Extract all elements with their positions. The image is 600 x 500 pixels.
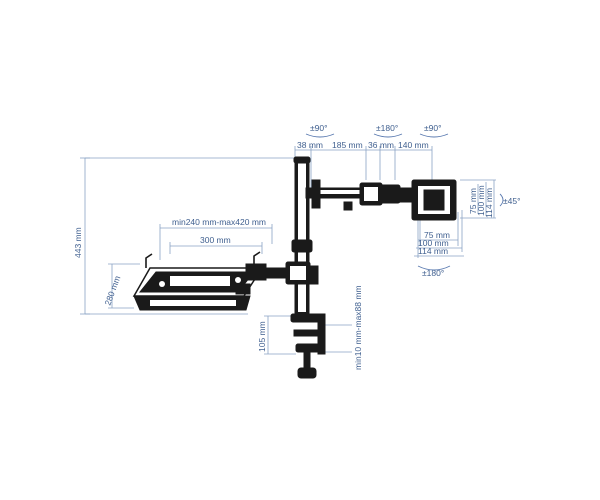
dimension-labels: 443 mm 38 mm 185 mm 36 mm 140 mm min240 …: [73, 140, 494, 370]
monitor-arm-hardware: [132, 156, 457, 379]
laptop-tray: [132, 251, 267, 311]
swivel-arm-label: ±90°: [310, 123, 328, 133]
arm-3-label: 140 mm: [398, 140, 429, 150]
rotation-labels: ±90° ±180° ±90° ±45° ±180°: [310, 123, 521, 278]
vesa-v-75-label: 75 mm: [468, 188, 478, 214]
arm-2-label: 36 mm: [368, 140, 394, 150]
clamp-range-label: min10 mm-max88 mm: [353, 285, 363, 370]
laptop-tray-width-label: 300 mm: [200, 235, 231, 245]
vesa-v-100-label: 100 mm: [476, 185, 486, 216]
arm-1-label: 185 mm: [332, 140, 363, 150]
tilt-label: ±45°: [503, 196, 521, 206]
rotate-label: ±180°: [422, 268, 444, 278]
swivel-joint-label: ±180°: [376, 123, 398, 133]
laptop-tray-depth-label: 280 mm: [102, 274, 122, 306]
vesa-h-114-label: 114 mm: [418, 246, 448, 256]
laptop-width-range-label: min240 mm-max420 mm: [172, 217, 266, 227]
vesa-h-75-label: 75 mm: [424, 230, 450, 240]
height-collar: [291, 239, 313, 253]
clamp-height-label: 105 mm: [257, 321, 267, 352]
desk-clamp: [290, 313, 326, 379]
total-height-label: 443 mm: [73, 227, 83, 258]
vesa-h-100-label: 100 mm: [418, 238, 449, 248]
vesa-v-114-label: 114 mm: [484, 188, 494, 218]
rotation-arrows: [305, 133, 504, 271]
swivel-head-label: ±90°: [424, 123, 442, 133]
pole-width-label: 38 mm: [297, 140, 323, 150]
